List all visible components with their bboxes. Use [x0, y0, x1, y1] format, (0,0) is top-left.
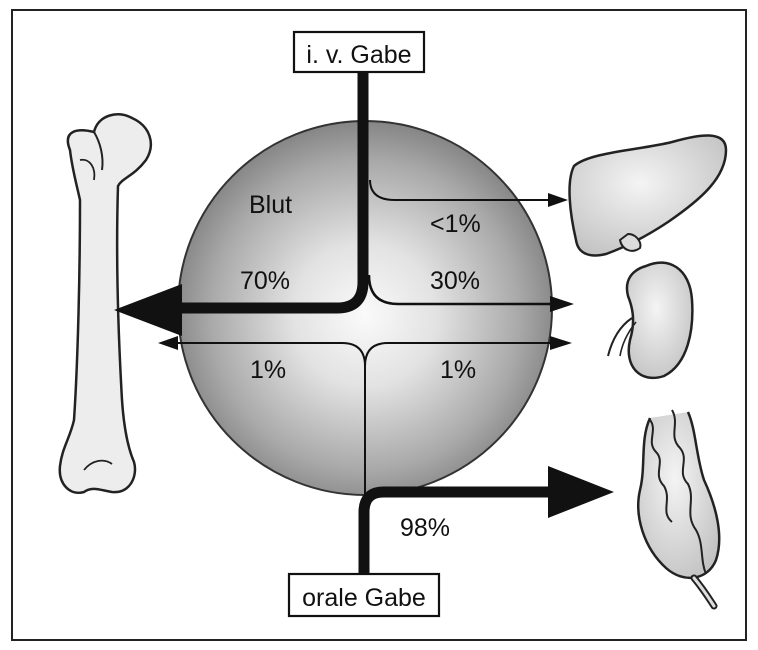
- iv-label: i. v. Gabe: [306, 41, 411, 69]
- bone-percent: 70%: [240, 267, 290, 295]
- oral-label: orale Gabe: [302, 584, 426, 612]
- kidney-percent: 30%: [430, 267, 480, 295]
- blood-label: Blut: [249, 191, 292, 219]
- kidney-oral-percent: 1%: [440, 356, 476, 384]
- liver-percent: <1%: [430, 210, 481, 238]
- gut-percent: 98%: [400, 514, 450, 542]
- bone-oral-percent: 1%: [250, 356, 286, 384]
